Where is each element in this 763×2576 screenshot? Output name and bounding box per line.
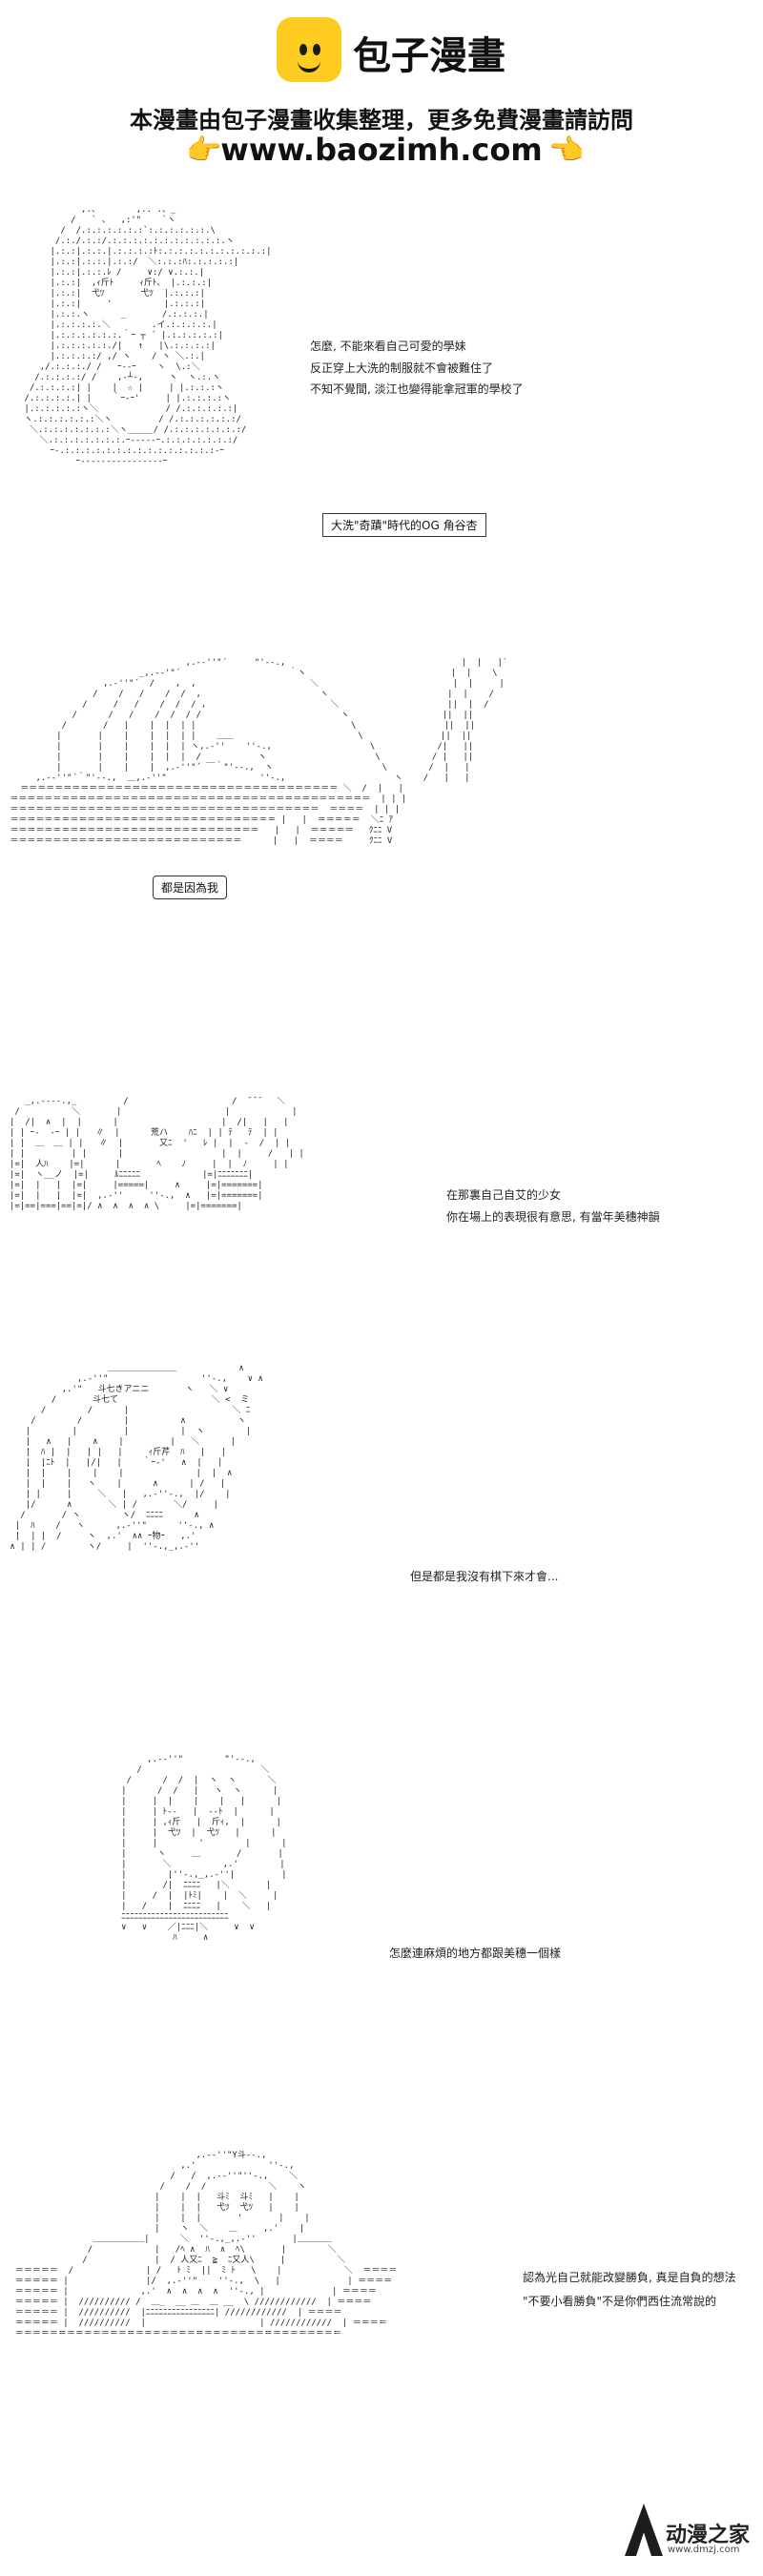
ascii-art-figure: ,.、 ,.. .、_ / ` 、 ,:'" `ヽ / /.:.:.:.:.:.… (24, 205, 272, 466)
caption-line: 怎麼, 不能來看自己可愛的學妹 (310, 340, 466, 353)
caption-line: 但是都是我沒有棋下來才會... (410, 1570, 559, 1583)
tagline: 本漫畫由包子漫畫收集整理，更多免費漫畫請訪問 (130, 107, 633, 134)
panel-2: ,.-‐''"´ ￣ ｀"'‐-., | | |` _,.-‐'"´ ｀ヽ | … (0, 649, 763, 1049)
character-intro-box: 大洗"奇蹟"時代的OG 角谷杏 (322, 513, 486, 537)
pointing-hand-icon: 👈 (548, 134, 585, 167)
pointing-hand-icon: 👉 (186, 134, 222, 167)
site-header: 包子漫畫 本漫畫由包子漫畫收集整理，更多免費漫畫請訪問 👉 www.baozim… (0, 0, 763, 176)
panel-4: ＿＿＿＿＿＿＿＿ ∧ ,.-''" ''-., ∨ ∧ ,.'" 斗七きアニニ … (0, 1354, 763, 1736)
ascii-art-scene: ,.-‐''"´ ￣ ｀"'‐-., | | |` _,.-‐'"´ ｀ヽ | … (10, 658, 508, 846)
ascii-art-final-scene: ,.-‐''"Y斗‐-., ,.' ''-., / / ,.-‐''"''-.,… (14, 2151, 398, 2339)
speech-bubble: 都是因為我 (153, 876, 228, 899)
caption-line: 認為光自己就能改變勝負, 真是自負的想法 (523, 2271, 736, 2284)
ascii-art-two-figures: _,.-‐‐-.,_ / / ̄ ̄ ̄ ￣ ＼ / ＼ | | | | /| … (10, 1097, 304, 1211)
caption-line: "不要小看勝負"不是你們西住流常說的 (523, 2295, 717, 2308)
ascii-art-crying-figure: ＿＿＿＿＿＿＿＿ ∧ ,.-''" ''-., ∨ ∧ ,.'" 斗七きアニニ … (10, 1364, 263, 1552)
site-url-link[interactable]: www.baozimh.com (220, 132, 543, 168)
watermark-text: 动漫之家 (666, 2524, 751, 2547)
panel-5: ,.-‐''" ￣ ￣ ｀"'‐-., / ＼ / / / | ヽ ヽ ＼ | … (0, 1745, 763, 2146)
caption-line: 不知不覺間, 淡江也變得能拿冠軍的學校了 (310, 382, 524, 396)
logo-text: 包子漫畫 (353, 34, 505, 78)
bun-logo-icon (277, 17, 341, 82)
panel-3: _,.-‐‐-.,_ / / ̄ ̄ ̄ ￣ ＼ / ＼ | | | | /| … (0, 1087, 763, 1335)
caption-line: 在那裏自己自艾的少女 (446, 1188, 562, 1202)
panel-6: ,.-‐''"Y斗‐-., ,.' ''-., / / ,.-‐''"''-.,… (0, 2146, 763, 2576)
ascii-art-standing-figure: ,.-‐''" ￣ ￣ ｀"'‐-., / ＼ / / / | ヽ ヽ ＼ | … (121, 1755, 287, 1943)
caption-line: 你在場上的表現很有意思, 有當年美穗神韻 (446, 1210, 660, 1224)
caption-line: 反正穿上大洗的制服就不會被難住了 (310, 361, 494, 375)
watermark-url: www.dmzj.com (668, 2545, 740, 2555)
panel-1: ,.、 ,.. .、_ / ` 、 ,:'" `ヽ / /.:.:.:.:.:.… (0, 191, 763, 639)
caption-line: 怎麼連麻煩的地方都跟美穗一個樣 (389, 1947, 562, 1960)
